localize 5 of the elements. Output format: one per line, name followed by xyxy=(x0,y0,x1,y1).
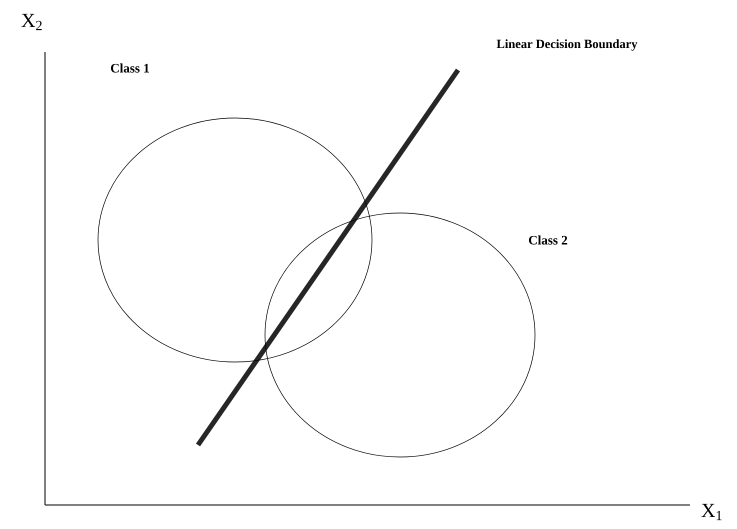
axis-label: X$_{2}$ xyxy=(21,14,42,30)
node-label: Class 2 xyxy=(528,235,568,245)
axis-label: X$_{1}$ xyxy=(701,504,722,520)
node-label: Class 1 xyxy=(110,63,150,73)
boundary-label: Linear Decision Boundary xyxy=(496,39,638,51)
